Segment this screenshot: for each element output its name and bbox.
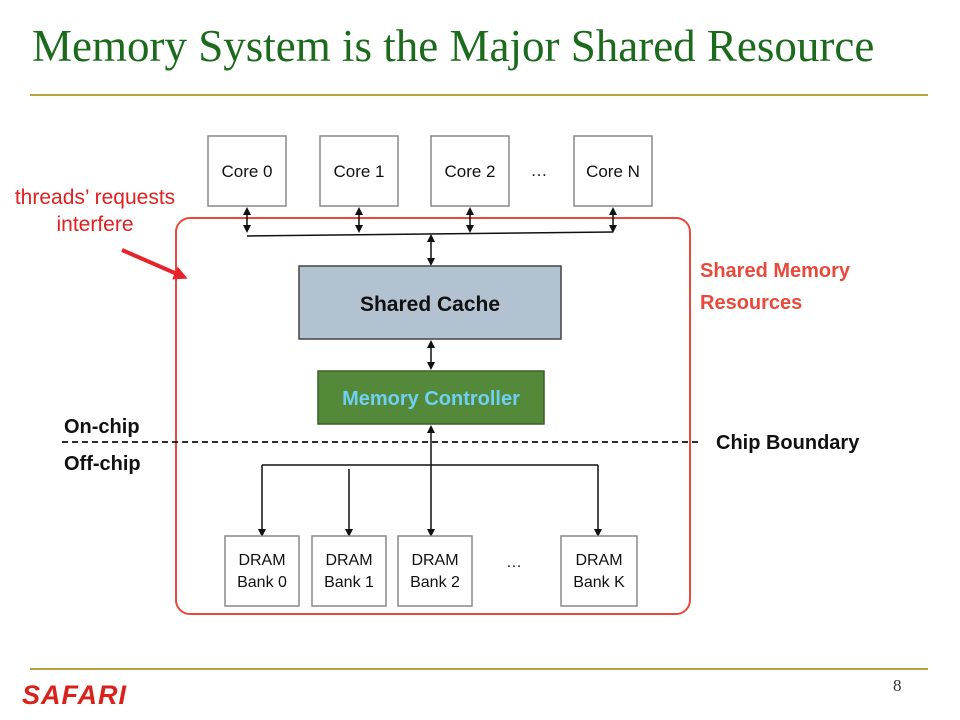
dram-bank-2-line1: DRAM bbox=[411, 552, 458, 569]
page-number: 8 bbox=[893, 676, 902, 695]
core-bus bbox=[243, 207, 617, 266]
dram-bank-k: DRAM Bank K bbox=[560, 535, 638, 607]
dram-bank-k-line2: Bank K bbox=[573, 574, 625, 591]
core-label-1: Core 1 bbox=[333, 162, 384, 181]
core-box-2: Core 2 bbox=[430, 135, 510, 207]
shared-cache-label: Shared Cache bbox=[360, 293, 500, 316]
core-label-n: Core N bbox=[586, 162, 640, 181]
core-box-1: Core 1 bbox=[319, 135, 399, 207]
slide-title: Memory System is the Major Shared Resour… bbox=[32, 21, 875, 71]
off-chip-label: Off-chip bbox=[64, 453, 141, 475]
dram-bank-k-line1: DRAM bbox=[575, 552, 622, 569]
interference-annotation: threads’ requests interfere bbox=[0, 184, 190, 238]
safari-logo: SAFARI bbox=[22, 680, 128, 710]
dram-bank-2-line2: Bank 2 bbox=[410, 574, 460, 591]
dram-bank-0-line1: DRAM bbox=[238, 552, 285, 569]
core-label-0: Core 0 bbox=[221, 162, 272, 181]
interference-arrow bbox=[121, 248, 188, 280]
core-label-2: Core 2 bbox=[444, 162, 495, 181]
on-chip-label: On-chip bbox=[64, 416, 140, 438]
dram-bank-0: DRAM Bank 0 bbox=[224, 535, 300, 607]
memory-controller-box: Memory Controller bbox=[317, 370, 545, 425]
shared-resources-boundary bbox=[175, 217, 691, 615]
banks-ellipsis: … bbox=[506, 554, 522, 571]
shared-cache-box: Shared Cache bbox=[298, 265, 562, 340]
cores-ellipsis: … bbox=[531, 161, 548, 180]
dram-bank-1: DRAM Bank 1 bbox=[311, 535, 387, 607]
dram-bank-1-line1: DRAM bbox=[325, 552, 372, 569]
bank-bus bbox=[258, 425, 602, 537]
title-divider bbox=[30, 94, 928, 96]
shared-resources-label-line1: Shared Memory bbox=[700, 260, 851, 282]
annotation-line1: threads’ requests bbox=[14, 186, 176, 209]
chip-boundary-label: Chip Boundary bbox=[716, 432, 860, 454]
shared-resources-label-line2: Resources bbox=[700, 292, 803, 314]
dram-bank-0-line2: Bank 0 bbox=[237, 574, 287, 591]
dram-bank-1-line2: Bank 1 bbox=[324, 574, 374, 591]
dram-bank-2: DRAM Bank 2 bbox=[397, 535, 473, 607]
core-box-n: Core N bbox=[573, 135, 653, 207]
footer-divider bbox=[30, 668, 928, 670]
core-box-0: Core 0 bbox=[207, 135, 287, 207]
annotation-line2: interfere bbox=[56, 213, 134, 236]
memory-controller-label: Memory Controller bbox=[342, 388, 520, 410]
